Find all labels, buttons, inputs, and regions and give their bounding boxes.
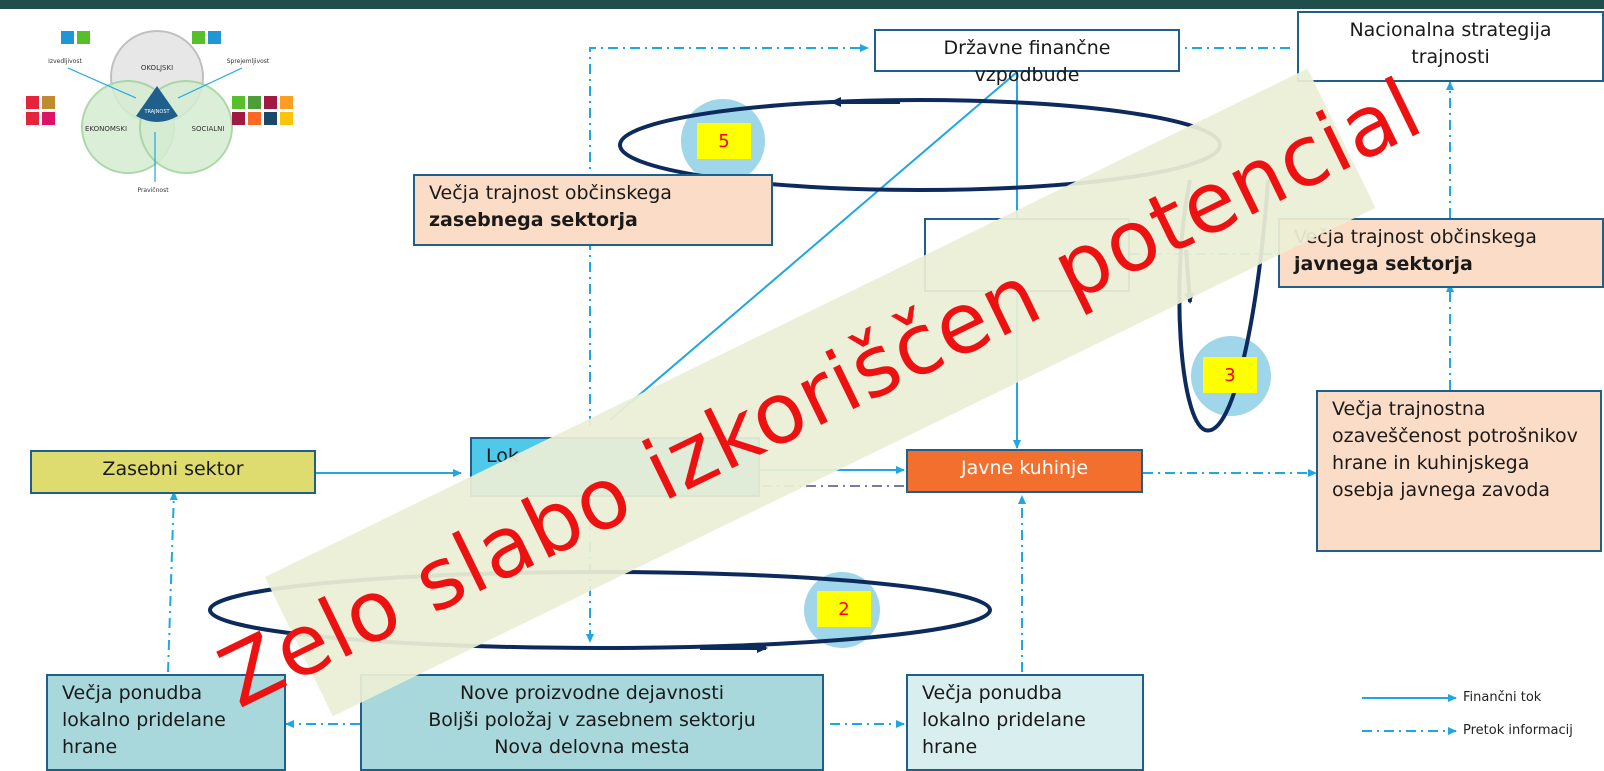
box-zasebni-sektor: Zasebni sektor [30, 450, 316, 494]
venn-label-izvedljivost: Izvedljivost [48, 58, 82, 65]
box-ponudba-left: Večja ponudba lokalno pridelane hrane [46, 674, 286, 771]
venn-diagram: OKOLJSKI EKONOMSKI SOCIALNI TRAJNOST Izv… [48, 30, 270, 194]
box-ozavescenost: Večja trajnostna ozaveščenost potrošniko… [1316, 390, 1602, 552]
box-trajnost-zasebnega-sektorja: Večja trajnost občinskega zasebnega sekt… [413, 174, 773, 246]
venn-label-socialni: SOCIALNI [192, 125, 225, 133]
venn-label-ekonomski: EKONOMSKI [85, 125, 127, 133]
legend-pretok-informacij: Pretok informacij [1463, 723, 1573, 738]
box-nacionalna-strategija: Nacionalna strategija trajnosti [1297, 11, 1604, 82]
venn-label-sprejemljivost: Sprejemljivost [227, 58, 270, 65]
loop-number-3: 3 [1203, 357, 1257, 393]
box-javne-kuhinje: Javne kuhinje [906, 449, 1143, 493]
box-ponudba-right: Večja ponudba lokalno pridelane hrane [906, 674, 1144, 771]
box-drzavne-financne-vzpodbude: Državne finančne vzpodbude [874, 29, 1180, 86]
header-bar [0, 0, 1604, 9]
box-nove-dejavnosti: Nove proizvodne dejavnosti Boljši položa… [360, 674, 824, 771]
legend-financni-tok: Finančni tok [1463, 690, 1542, 705]
venn-label-pravicnost: Pravičnost [137, 187, 169, 194]
venn-label-okoljski: OKOLJSKI [141, 64, 173, 72]
venn-label-center: TRAJNOST [143, 109, 170, 115]
box-trajnost-javnega-sektorja: Večja trajnost občinskega javnega sektor… [1278, 218, 1604, 288]
loop-number-2: 2 [817, 591, 871, 627]
venn-center-shape [136, 86, 178, 122]
loop-number-5: 5 [697, 123, 751, 159]
